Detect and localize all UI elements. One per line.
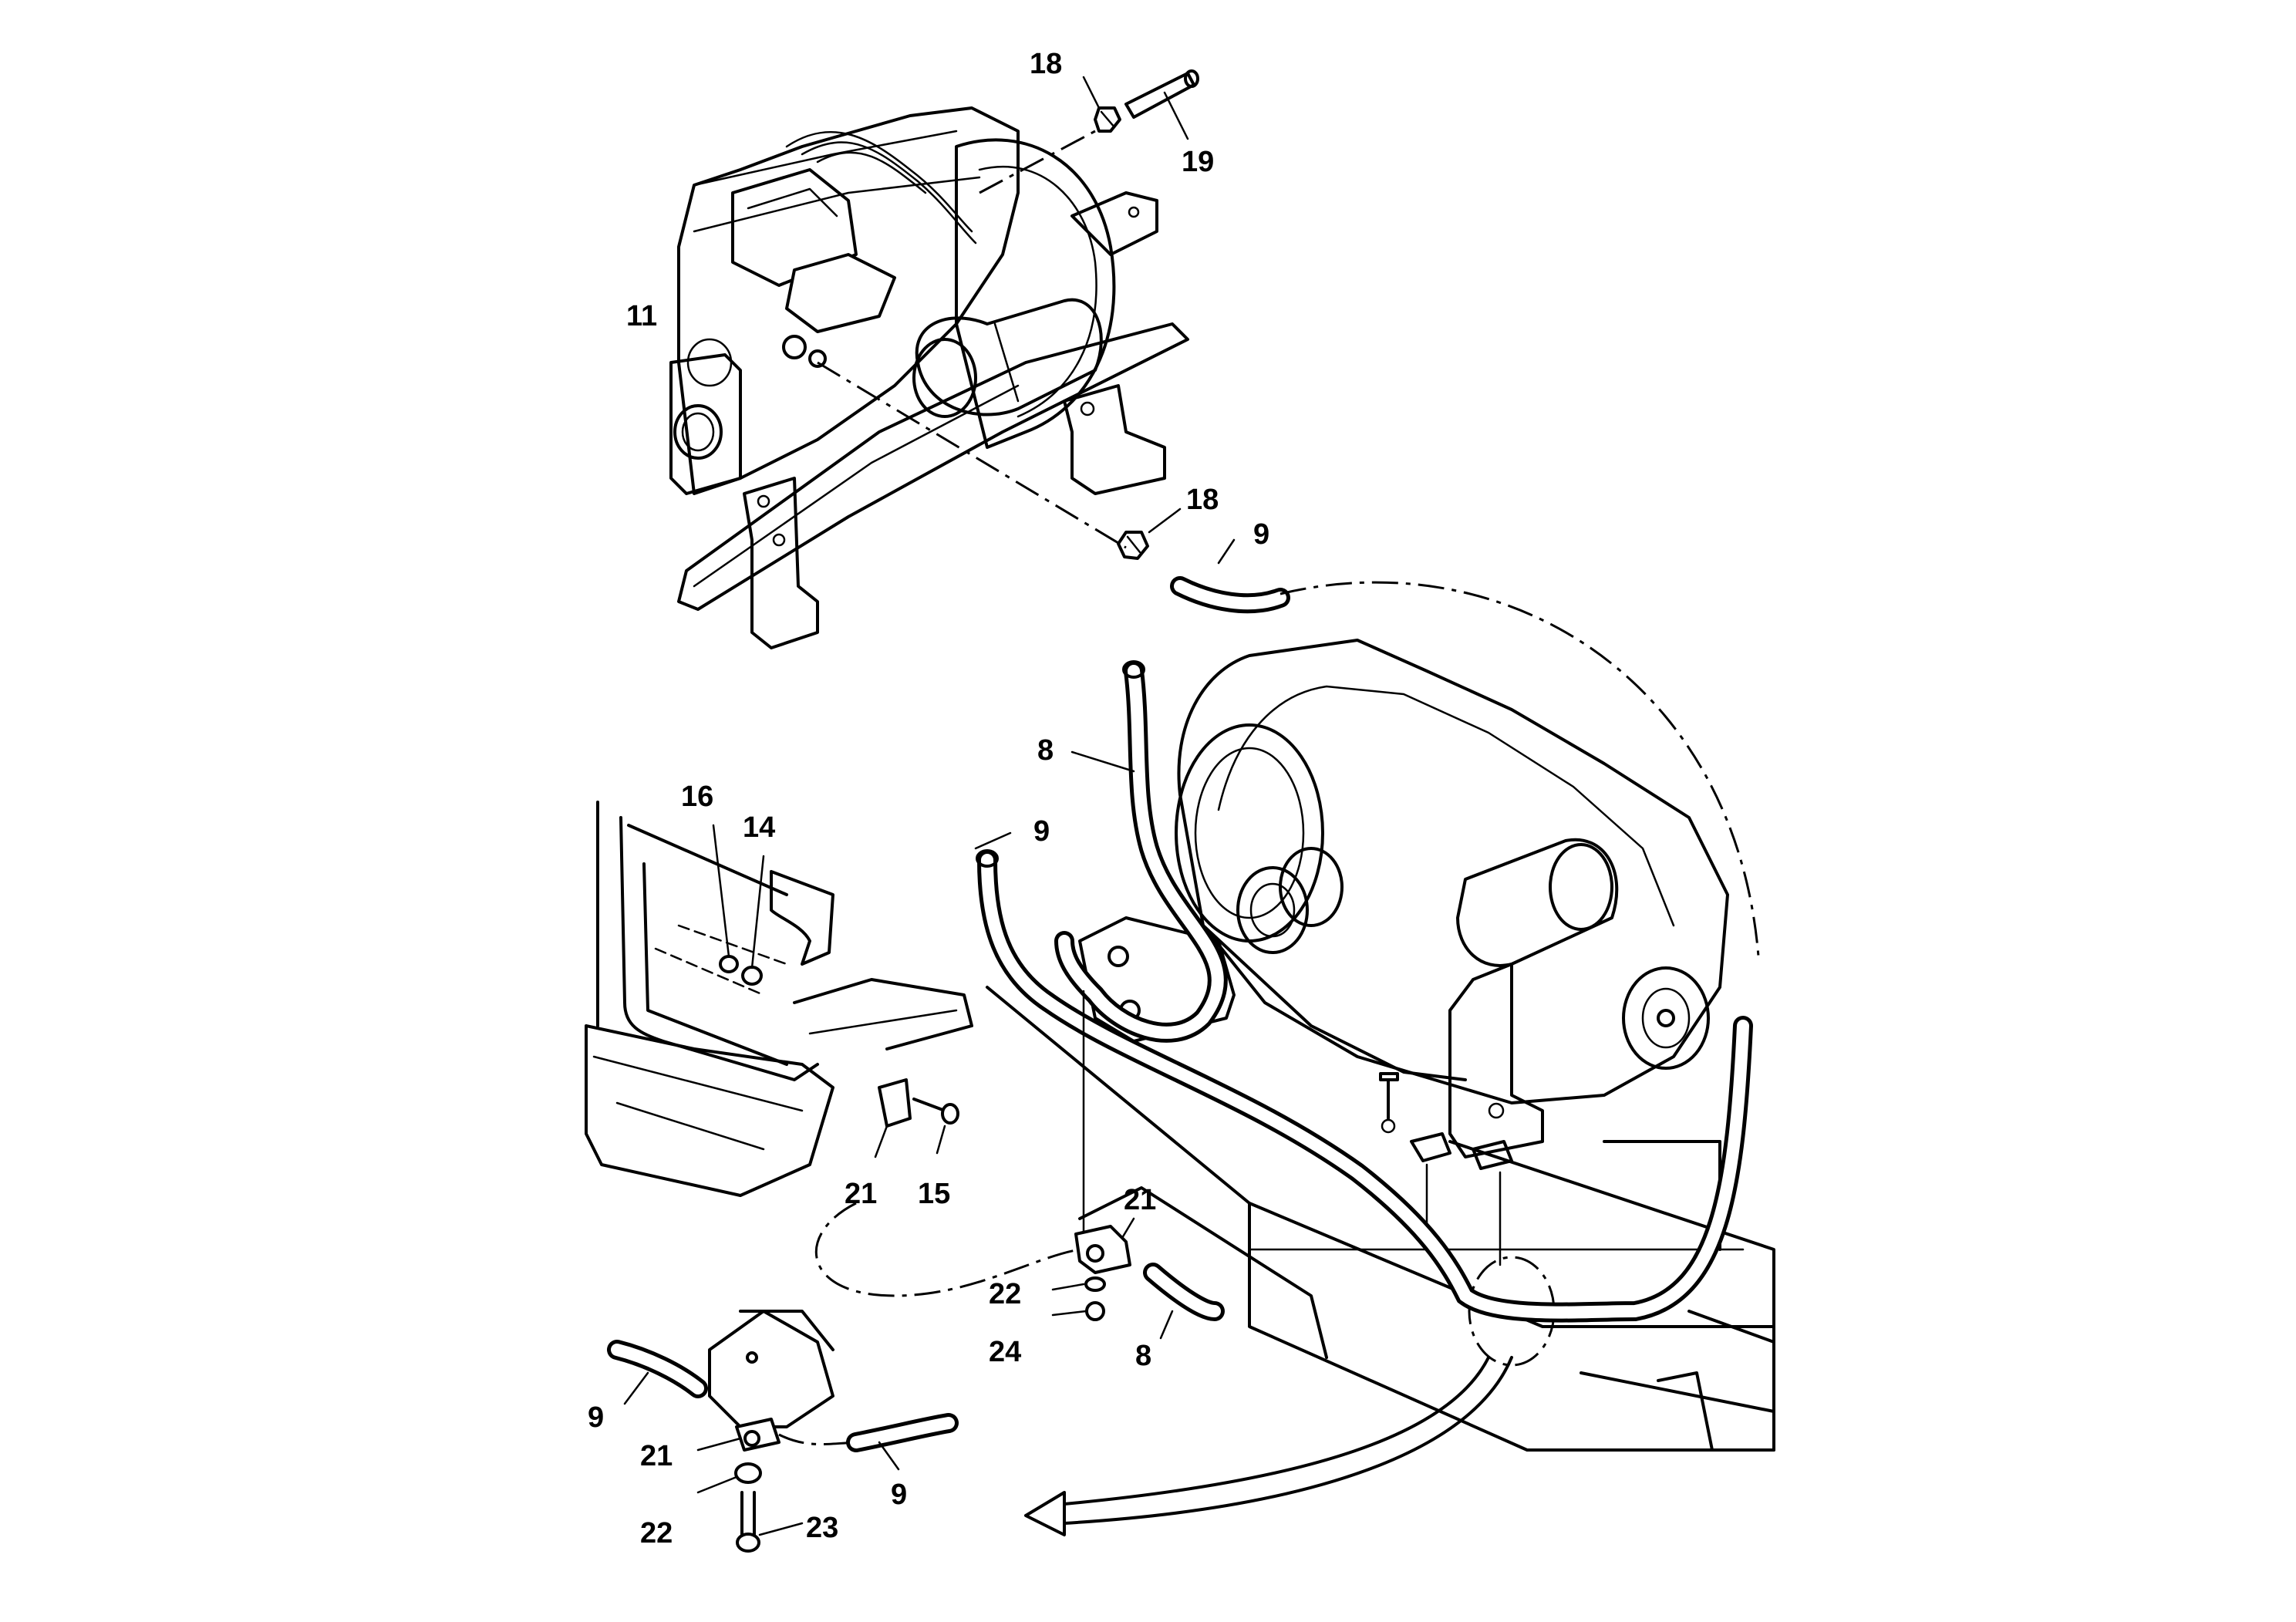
middle-clip-assembly <box>814 990 1225 1340</box>
label-21-left: 21 <box>845 1178 877 1210</box>
label-18-lower: 18 <box>1186 484 1219 516</box>
label-16: 16 <box>681 781 713 813</box>
label-21-middle: 21 <box>1124 1184 1156 1216</box>
lower-clamp-and-hose <box>1117 508 1760 957</box>
hose-8-routing <box>1054 660 1228 1043</box>
bottom-detail-bracket <box>607 1310 959 1553</box>
part-labels: 11 18 19 18 9 8 9 16 14 21 15 21 22 24 8… <box>588 48 1269 1549</box>
label-22-middle: 22 <box>989 1278 1021 1310</box>
label-19: 19 <box>1182 146 1214 178</box>
label-9-middle: 9 <box>1033 815 1050 848</box>
engine-assembly-middle <box>986 639 1775 1452</box>
label-9-bottom-left: 9 <box>588 1401 604 1434</box>
label-9-upper: 9 <box>1253 518 1269 551</box>
label-11: 11 <box>626 300 657 332</box>
label-15: 15 <box>918 1178 950 1210</box>
label-24: 24 <box>989 1336 1021 1368</box>
left-bracket-assembly <box>585 801 973 1197</box>
hose-9-routing <box>974 831 1753 1323</box>
label-23: 23 <box>806 1512 838 1544</box>
label-14: 14 <box>743 811 775 844</box>
label-18-top: 18 <box>1030 48 1062 80</box>
label-9-bottom-right: 9 <box>891 1479 907 1511</box>
upper-clamp-and-tube <box>1082 69 1199 140</box>
label-8-lower: 8 <box>1135 1340 1151 1372</box>
label-8-middle: 8 <box>1037 734 1054 767</box>
label-21-bottom: 21 <box>640 1440 673 1472</box>
engine-assembly-top <box>669 106 1189 649</box>
detail-callout-arrow <box>1024 1356 1513 1536</box>
label-22-bottom: 22 <box>640 1517 673 1549</box>
